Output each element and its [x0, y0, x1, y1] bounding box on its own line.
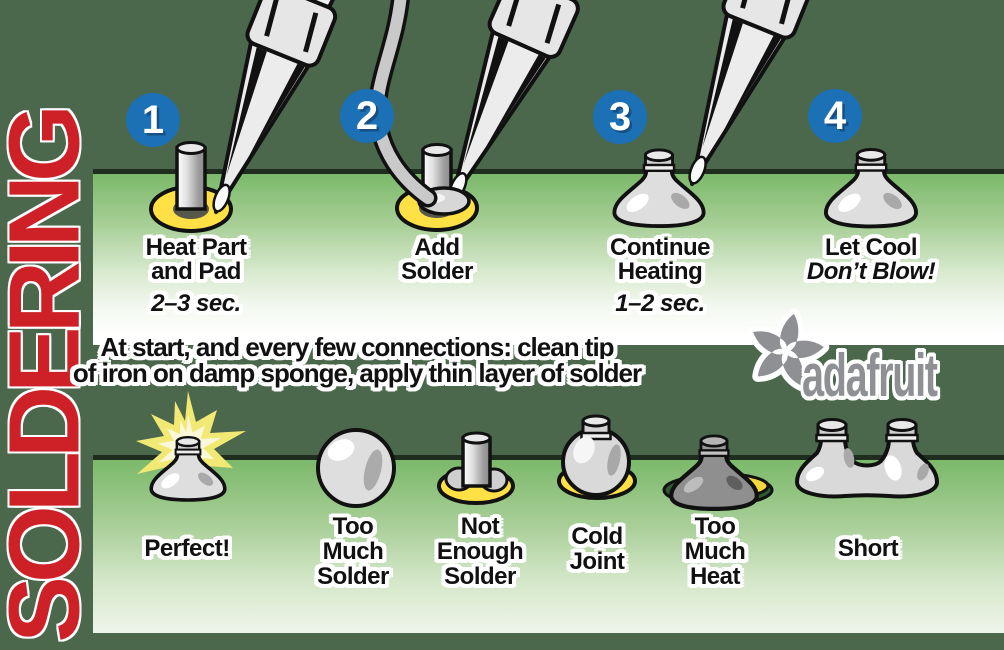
- short-joint-illustration: [795, 418, 939, 499]
- step1-pad-and-pin-illustration: [149, 141, 233, 233]
- step-3-title: Continue Heating: [610, 234, 710, 285]
- step-4-number-badge: 4: [808, 89, 862, 143]
- joint-label-not-enough-solder: Not Enough Solder: [436, 513, 524, 590]
- step-3-duration: 1–2 sec.: [615, 290, 705, 317]
- step-3-label: Continue Heating 1–2 sec.: [610, 236, 710, 316]
- step-1-number-badge: 1: [126, 93, 180, 147]
- not-enough-solder-joint-illustration: [437, 431, 515, 505]
- joint-label-perfect: Perfect!: [144, 535, 230, 562]
- step-4-label: Let Cool Don’t Blow!: [806, 234, 936, 285]
- cleaning-tip-note: At start, and every few connections: cle…: [72, 332, 642, 388]
- step-1-duration: 2–3 sec.: [151, 290, 241, 317]
- step-4-title: Let Cool: [824, 234, 918, 261]
- step-2-label: Add Solder: [401, 236, 473, 284]
- step-2-number-badge: 2: [340, 89, 394, 143]
- step-1-label: Heat Part and Pad 2–3 sec.: [146, 236, 247, 316]
- adafruit-flower-icon: [747, 308, 830, 392]
- step-2-title: Add Solder: [401, 234, 473, 285]
- perfect-joint-illustration: [149, 436, 227, 502]
- joint-label-too-much-solder: Too Much Solder: [317, 513, 389, 590]
- step3-solder-joint-illustration: [612, 148, 706, 229]
- step-4-note: Don’t Blow!: [806, 258, 936, 285]
- step4-solder-joint-illustration: [823, 148, 919, 229]
- too-much-solder-joint-illustration: [316, 428, 396, 508]
- joint-label-cold-joint: Cold Joint: [569, 523, 625, 575]
- cold-joint-illustration: [557, 414, 637, 500]
- too-much-heat-joint-illustration: [662, 434, 774, 509]
- brand-wordmark: adafruit: [802, 342, 938, 409]
- joint-label-short: Short: [837, 535, 899, 562]
- step-3-number-badge: 3: [593, 90, 647, 144]
- joint-label-too-much-heat: Too Much Heat: [684, 513, 746, 590]
- step-1-title: Heat Part and Pad: [145, 234, 247, 285]
